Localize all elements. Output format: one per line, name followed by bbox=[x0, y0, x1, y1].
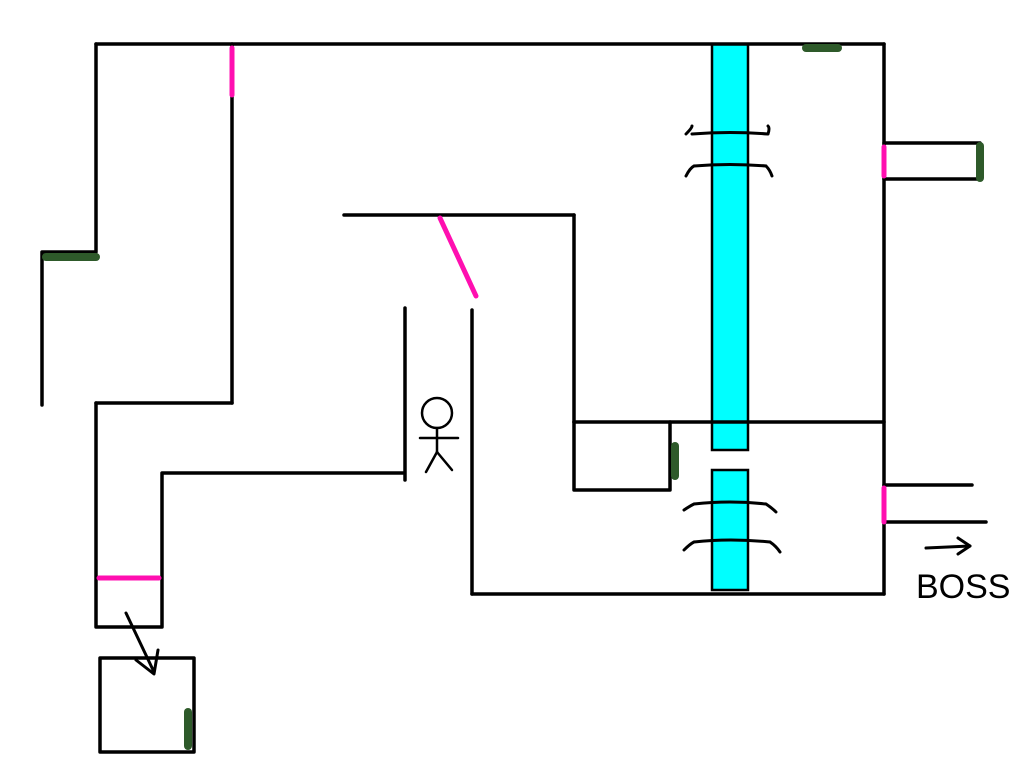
inner-walls bbox=[94, 42, 886, 629]
stick-figure-icon bbox=[418, 396, 460, 474]
water-segment-upper bbox=[710, 42, 750, 452]
bridge-2-bottom bbox=[682, 538, 782, 554]
wall-small-closet bbox=[572, 420, 672, 492]
bridge-1-bottom bbox=[684, 163, 774, 178]
door-diagonal bbox=[437, 215, 479, 299]
wall-left-upper bbox=[40, 42, 98, 407]
bridge-2-top bbox=[682, 500, 778, 514]
down-arrow-icon bbox=[124, 611, 160, 676]
room-bottom-left bbox=[98, 656, 196, 754]
right-corridors bbox=[882, 141, 988, 524]
outer-walls bbox=[40, 42, 886, 596]
doors bbox=[96, 45, 887, 581]
exits bbox=[42, 44, 984, 750]
bridges bbox=[682, 124, 782, 554]
wall-lower-corridor-left bbox=[94, 401, 405, 629]
water-channel bbox=[710, 42, 750, 592]
bridge-1-top bbox=[684, 124, 771, 136]
boss-label: BOSS bbox=[916, 568, 1010, 606]
right-arrow-icon bbox=[924, 536, 972, 556]
water-segment-lower bbox=[710, 468, 750, 592]
